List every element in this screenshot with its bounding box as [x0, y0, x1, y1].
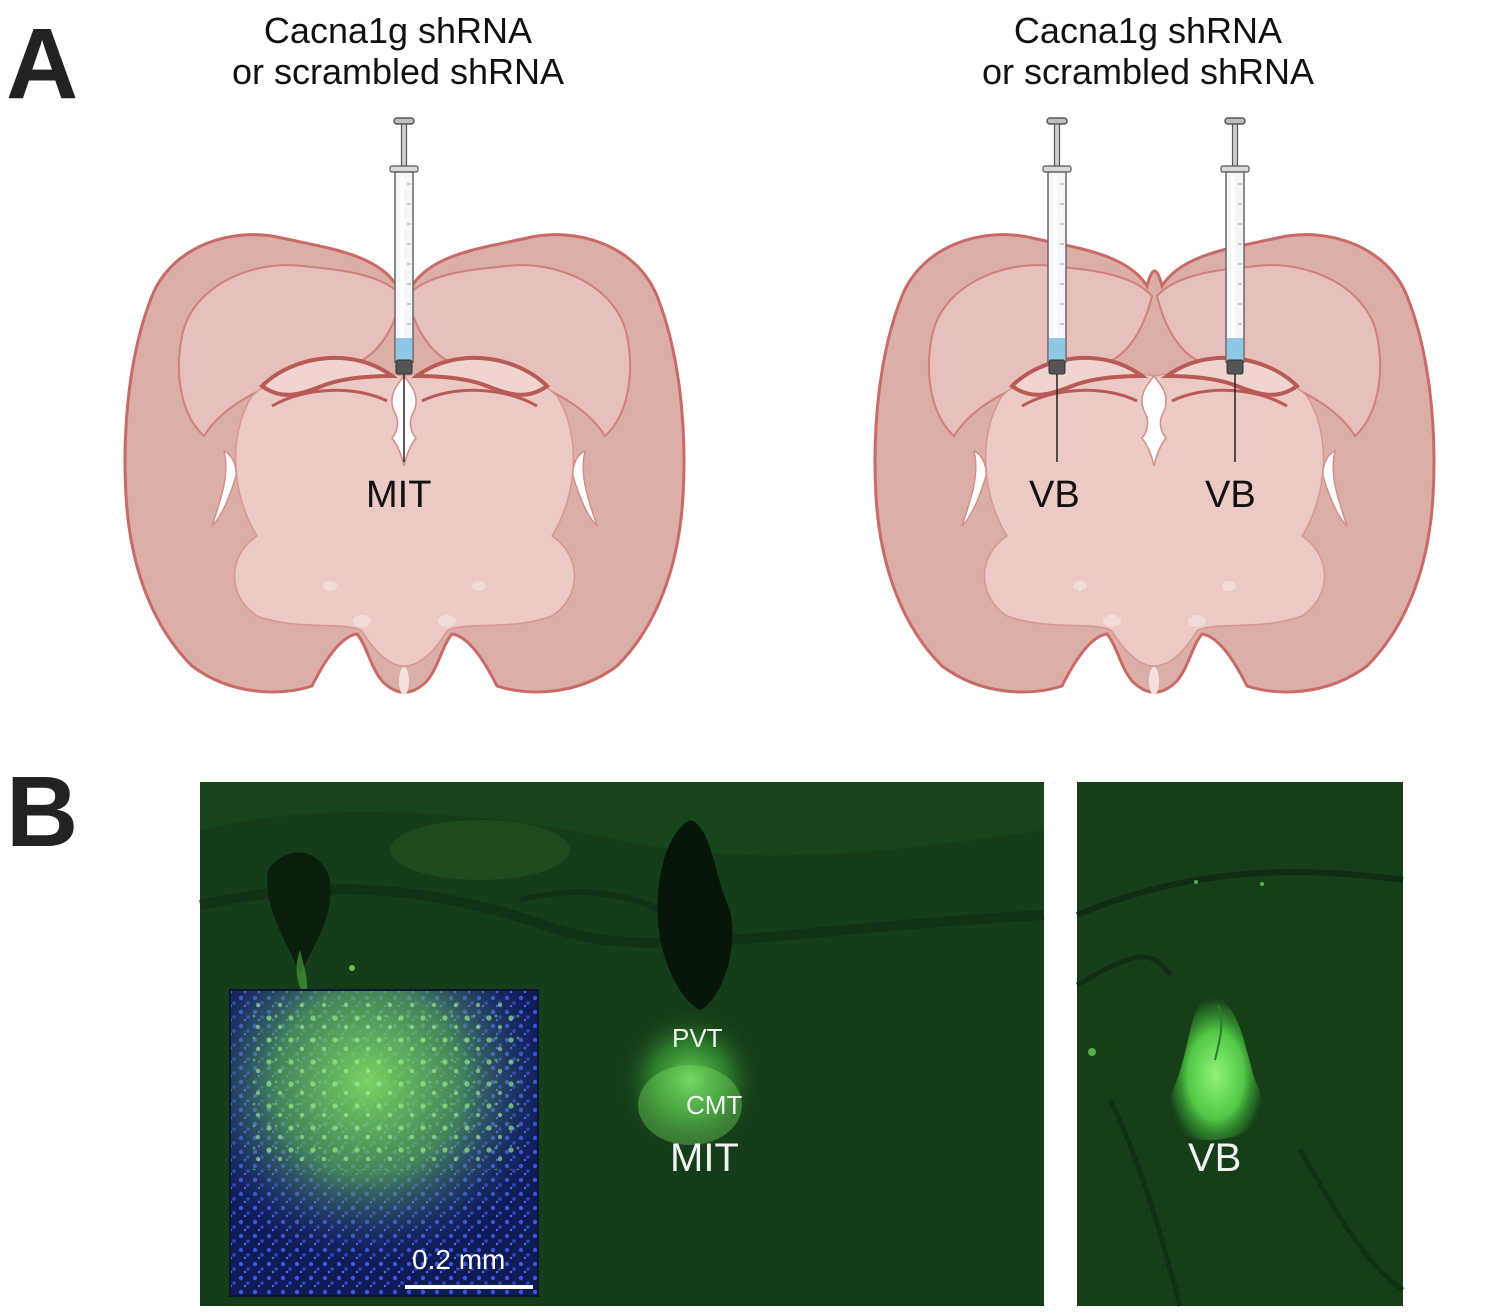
injection-label-left-line1: Cacna1g shRNA [263, 10, 533, 51]
injection-label-right-line2: or scrambled shRNA [981, 51, 1315, 93]
micro-label-mit: MIT [670, 1136, 739, 1180]
micro-label-cmt: CMT [686, 1090, 743, 1120]
region-label-mit: MIT [366, 474, 432, 516]
injection-label-left: Cacna1g shRNA or scrambled shRNA [148, 10, 648, 93]
region-label-vb-left: VB [1029, 474, 1080, 516]
panel-letter-a: A [6, 8, 79, 120]
micrograph-vb [1075, 782, 1405, 1307]
injection-label-left-line2: or scrambled shRNA [231, 51, 565, 93]
injection-label-right: Cacna1g shRNA or scrambled shRNA [898, 10, 1398, 93]
panel-letter-b: B [6, 756, 79, 868]
brain-section-right [873, 232, 1436, 697]
inset-confocal [229, 989, 539, 1297]
micro-label-pvt: PVT [672, 1023, 723, 1053]
region-label-vb-right: VB [1205, 474, 1256, 516]
scale-bar-label: 0.2 mm [412, 1244, 506, 1275]
injection-label-right-line1: Cacna1g shRNA [1013, 10, 1283, 51]
micro-label-vb: VB [1188, 1136, 1242, 1180]
